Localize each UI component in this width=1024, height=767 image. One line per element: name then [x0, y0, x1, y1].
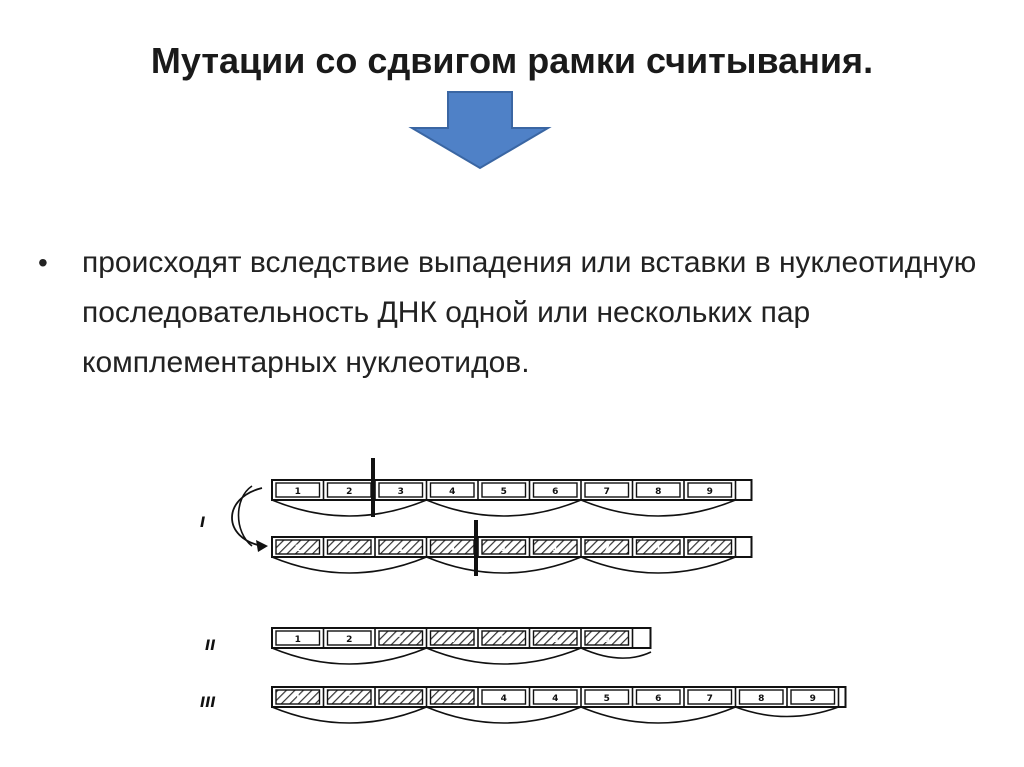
bullet-item: • происходят вследствие выпадения или вс… — [38, 238, 978, 388]
row1-shifted-cell-label: 1 — [295, 544, 301, 554]
row1-original-cell-label: 6 — [552, 487, 558, 497]
row3-cell-label: 3 — [398, 694, 404, 704]
row2-cell — [532, 630, 578, 646]
row1-original-codon-arc — [426, 499, 582, 517]
row1-original-cell — [532, 482, 578, 498]
row3-codon-arc — [426, 706, 582, 724]
row2-cell-label: 9 — [604, 635, 610, 645]
row2-codon-arc — [271, 647, 427, 665]
row1-original-cell-label: 9 — [707, 487, 713, 497]
row1-original-cell — [635, 482, 681, 498]
row1-curved-arrow — [231, 487, 263, 547]
bullet-text: происходят вследствие выпадения или вста… — [82, 246, 977, 379]
row1-original-cell-label: 7 — [604, 487, 610, 497]
row1-original-cell-label: 1 — [295, 487, 301, 497]
row1-original-cell-label: 3 — [398, 487, 404, 497]
row1-shifted-cell-label: 1 — [707, 544, 713, 554]
down-arrow-icon — [408, 91, 552, 170]
row2-cell-label: 3 — [398, 635, 404, 645]
row1-original-cell — [378, 482, 424, 498]
row1-shifted-cell-label: 4 — [449, 544, 455, 554]
row1-shifted-cell — [481, 539, 527, 555]
row1-original-cell-label: 8 — [655, 487, 661, 497]
row3-cell-label: 7 — [707, 694, 713, 704]
row1-original-cell — [584, 482, 630, 498]
row2-cell-label: 2 — [346, 635, 352, 645]
row3-cell-label: 1 — [295, 694, 301, 704]
row1-shifted-cell — [532, 539, 578, 555]
row3-cell — [326, 689, 372, 705]
row1-shifted-cell-label: 1 — [655, 544, 661, 554]
row1-curved-arrow-inner — [237, 485, 253, 547]
row1-shifted-cell-label: 1 — [552, 544, 558, 554]
row-label-III: III — [200, 695, 216, 711]
row1-original-cell-label: 4 — [449, 487, 455, 497]
row2-cell — [275, 630, 321, 646]
row3-cell — [635, 689, 681, 705]
row1-shifted-cell — [275, 539, 321, 555]
row3-cell — [532, 689, 578, 705]
row2-cell — [429, 630, 475, 646]
row3-cell — [275, 689, 321, 705]
row1-shifted-cell-label: 1 — [346, 544, 352, 554]
row1-shifted-cell — [584, 539, 630, 555]
bullet-marker: • — [38, 247, 48, 278]
row3-cell — [429, 689, 475, 705]
row2-cell — [378, 630, 424, 646]
row2-cell-label: 7 — [501, 635, 507, 645]
row3-tail-arc — [735, 706, 839, 718]
row2-codon-arc — [426, 647, 582, 665]
row1-shifted-cell — [378, 539, 424, 555]
row1-original-cell — [275, 482, 321, 498]
row1-arrowhead-icon — [256, 540, 268, 552]
row3-cell-label: 5 — [604, 694, 610, 704]
row1-original-cell — [429, 482, 475, 498]
row1-shifted-cell — [687, 539, 733, 555]
row1-original-cell — [481, 482, 527, 498]
row2-cell — [481, 630, 527, 646]
row1-original-codon-arc — [580, 499, 736, 517]
row1-shifted-cell — [635, 539, 681, 555]
row3-cell-label: 8 — [758, 694, 764, 704]
row3-cell-label: 9 — [810, 694, 816, 704]
row3-codon-arc — [271, 706, 427, 724]
slide-title: Мутации со сдвигом рамки считывания. — [150, 40, 874, 81]
row1-shifted-codon-arc — [580, 556, 736, 574]
row1-original-codon-arc — [271, 499, 427, 517]
row1-original-cell — [687, 482, 733, 498]
row1-shifted-cell-label: 7 — [604, 544, 610, 554]
row3-cell — [790, 689, 836, 705]
row-label-II: II — [205, 638, 215, 654]
row3-codon-arc — [580, 706, 736, 724]
row2-tail-arc — [580, 647, 652, 659]
row1-shifted-codon-arc — [271, 556, 427, 574]
row3-cell-label: 4 — [552, 694, 558, 704]
row2-cell — [584, 630, 630, 646]
row-label-I: I — [200, 515, 205, 531]
row3-cell-label: 6 — [655, 694, 661, 704]
row1-shifted-codon-arc — [426, 556, 582, 574]
row1-original-cell-label: 2 — [346, 487, 352, 497]
row3-cell-label: 4 — [501, 694, 507, 704]
row2-cell-label: 8 — [552, 635, 558, 645]
row2-cell — [326, 630, 372, 646]
row3-cell — [378, 689, 424, 705]
row3-cell-label: 4 — [449, 694, 455, 704]
row1-shifted-cell — [326, 539, 372, 555]
row2-cell-label: 1 — [295, 635, 301, 645]
row3-cell — [687, 689, 733, 705]
row1-shifted-cell-label: 1 — [501, 544, 507, 554]
row3-cell — [584, 689, 630, 705]
row1-original-cell-label: 5 — [501, 487, 507, 497]
row2-cell-label: 4 — [449, 635, 455, 645]
row1-shifted-cell-label: 1 — [398, 544, 404, 554]
row3-cell — [481, 689, 527, 705]
row3-cell-label: 2 — [346, 694, 352, 704]
row3-cell — [738, 689, 784, 705]
